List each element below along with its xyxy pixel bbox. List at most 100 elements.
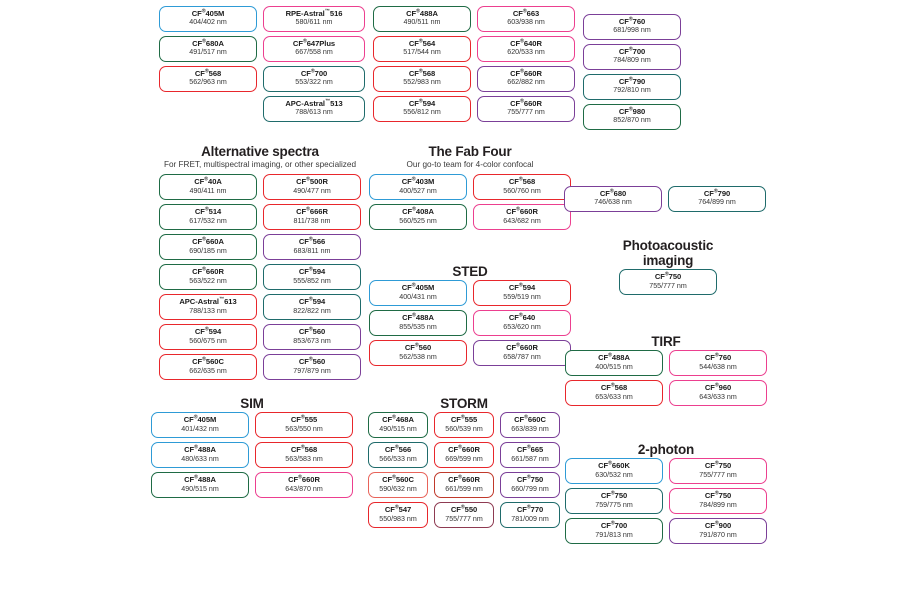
dye-name: CF®660R — [506, 342, 538, 353]
dye-name: CF®547 — [384, 504, 412, 515]
trademark-mark: ® — [518, 312, 523, 319]
dye-spectra: 480/633 nm — [181, 454, 219, 463]
trademark-mark: ® — [306, 176, 310, 183]
dye-spectra: 661/599 nm — [445, 484, 483, 493]
trademark-mark: ® — [516, 206, 520, 213]
dye-spectra: 563/583 nm — [285, 454, 323, 463]
dye-name: CF®660R — [506, 206, 538, 217]
trademark-mark: ® — [394, 504, 399, 511]
dye-spectra: 643/633 nm — [699, 392, 737, 401]
trademark-mark: ® — [524, 414, 528, 421]
trademark-mark: ® — [518, 176, 523, 183]
dye-spectra: 552/983 nm — [403, 78, 441, 87]
dye-name: CF®640R — [510, 38, 542, 49]
dye-name: CF®488A — [184, 474, 216, 485]
dye-spectra: 580/611 nm — [295, 18, 333, 27]
trademark-mark: ® — [308, 266, 313, 273]
group-title: STED — [452, 264, 488, 279]
